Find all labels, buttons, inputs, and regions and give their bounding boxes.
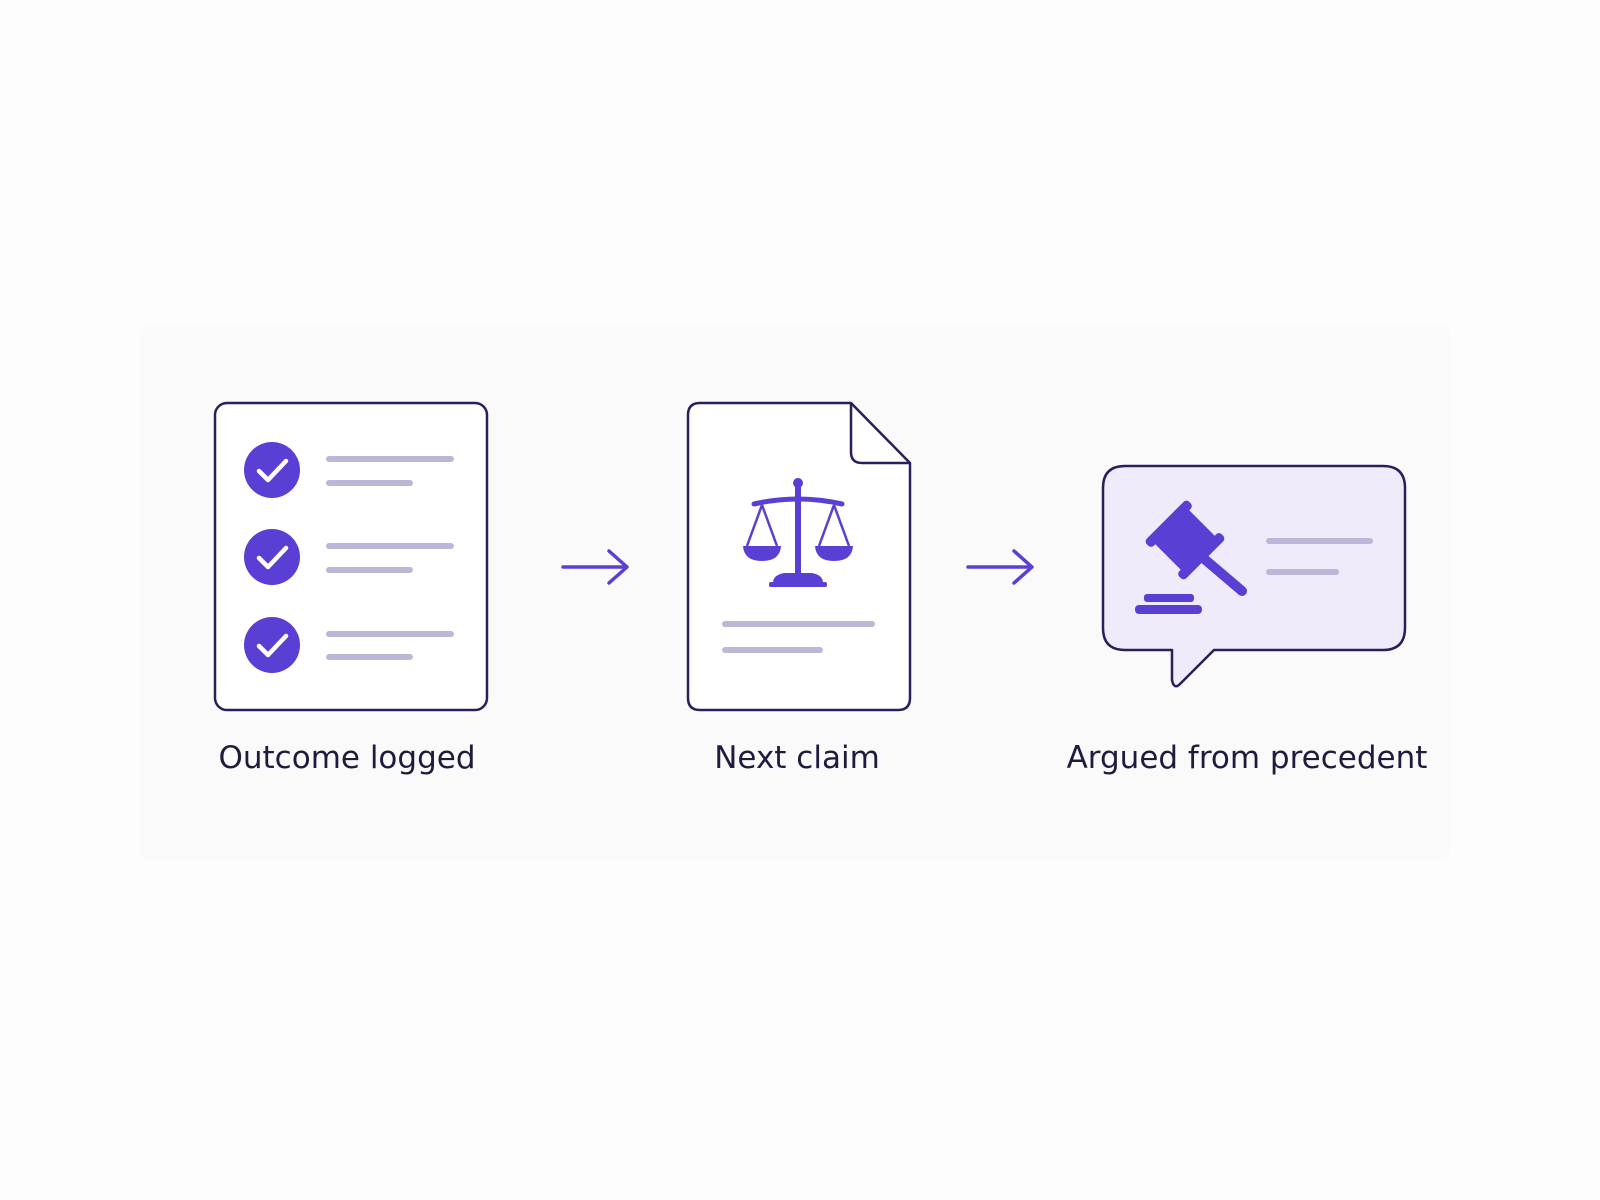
gavel-speech-bubble-icon bbox=[1101, 464, 1407, 688]
scales-of-justice-icon bbox=[743, 478, 853, 587]
claim-document-icon bbox=[686, 401, 912, 712]
check-item-2 bbox=[244, 529, 454, 585]
step-label-outcome: Outcome logged bbox=[218, 740, 476, 776]
step-label-claim: Next claim bbox=[714, 740, 880, 776]
arrow-right-icon bbox=[561, 549, 629, 585]
step-label-precedent: Argued from precedent bbox=[1066, 740, 1428, 776]
gavel-icon bbox=[1135, 500, 1247, 614]
check-item-1 bbox=[244, 442, 454, 498]
arrow-right-icon bbox=[966, 549, 1034, 585]
checklist-document-icon bbox=[213, 401, 489, 712]
check-item-3 bbox=[244, 617, 454, 673]
